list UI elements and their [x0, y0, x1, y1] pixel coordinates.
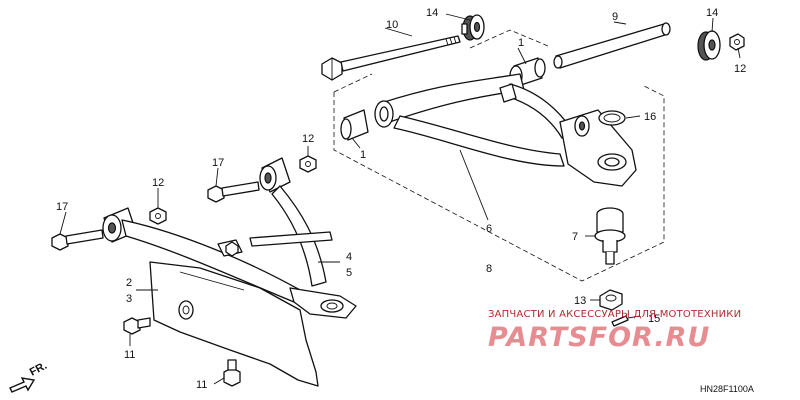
- assembly-outline: [333, 29, 665, 282]
- circlip-16: [598, 110, 626, 126]
- bolt-11-left: [123, 317, 151, 335]
- callout-16: 16: [644, 111, 656, 123]
- bolt-17-mid: [207, 181, 260, 203]
- ball-joint-7: [594, 207, 626, 265]
- nut-12-mid: [299, 155, 317, 173]
- callout-2: 2: [126, 277, 132, 289]
- callout-4: 4: [346, 251, 352, 263]
- callout-1-top: 1: [518, 37, 524, 49]
- bolt-11-bottom: [223, 359, 241, 387]
- castle-nut-13: [599, 289, 623, 311]
- lower-arm: [102, 157, 357, 319]
- callout-15: 15: [648, 313, 660, 325]
- callouts: 10 14 9 14 12 1 1 16 6 8 7 13 15 12 17 1…: [56, 7, 746, 391]
- washer-14-top: [461, 14, 485, 41]
- callout-5: 5: [346, 267, 352, 279]
- front-label: FR.: [28, 360, 49, 379]
- callout-17-left: 17: [56, 201, 68, 213]
- watermark-subtitle: ЗАПЧАСТИ И АКСЕССУАРЫ ДЛЯ МОТОТЕХНИКИ: [488, 309, 741, 320]
- callout-7: 7: [572, 231, 578, 243]
- callout-1-bottom: 1: [360, 149, 366, 161]
- callout-17-mid: 17: [212, 157, 224, 169]
- callout-11-bottom: 11: [196, 379, 207, 391]
- pipe-9: [553, 22, 671, 69]
- callout-12-top-right: 12: [734, 63, 746, 75]
- cotter-pin-15: [611, 315, 629, 327]
- callout-11-left: 11: [124, 349, 135, 361]
- callout-12-mid: 12: [302, 133, 314, 145]
- callout-13: 13: [574, 295, 586, 307]
- callout-3: 3: [126, 293, 132, 305]
- bolt-17-left: [51, 229, 104, 251]
- callout-14-right: 14: [706, 7, 718, 19]
- nut-12-left: [149, 207, 167, 225]
- front-arrow-icon: [9, 377, 36, 393]
- watermark-logo-text: PARTSFOR.RU: [488, 322, 710, 353]
- callout-10: 10: [386, 19, 398, 31]
- washer-14-right: [697, 30, 745, 61]
- leader-lines: [59, 13, 741, 385]
- upper-arm: [340, 57, 637, 187]
- callout-9: 9: [612, 11, 618, 23]
- callout-6: 6: [486, 223, 492, 235]
- callout-8: 8: [486, 263, 492, 275]
- callout-12-left: 12: [152, 177, 164, 189]
- skid-plate: [149, 261, 319, 387]
- watermark: ЗАПЧАСТИ И АКСЕССУАРЫ ДЛЯ МОТОТЕХНИКИ PA…: [488, 309, 741, 353]
- front-direction-indicator: FR.: [9, 360, 49, 393]
- callout-14-top: 14: [426, 7, 438, 19]
- long-bolt-10: [321, 35, 461, 81]
- diagram-code: HN28F1100A: [700, 384, 754, 394]
